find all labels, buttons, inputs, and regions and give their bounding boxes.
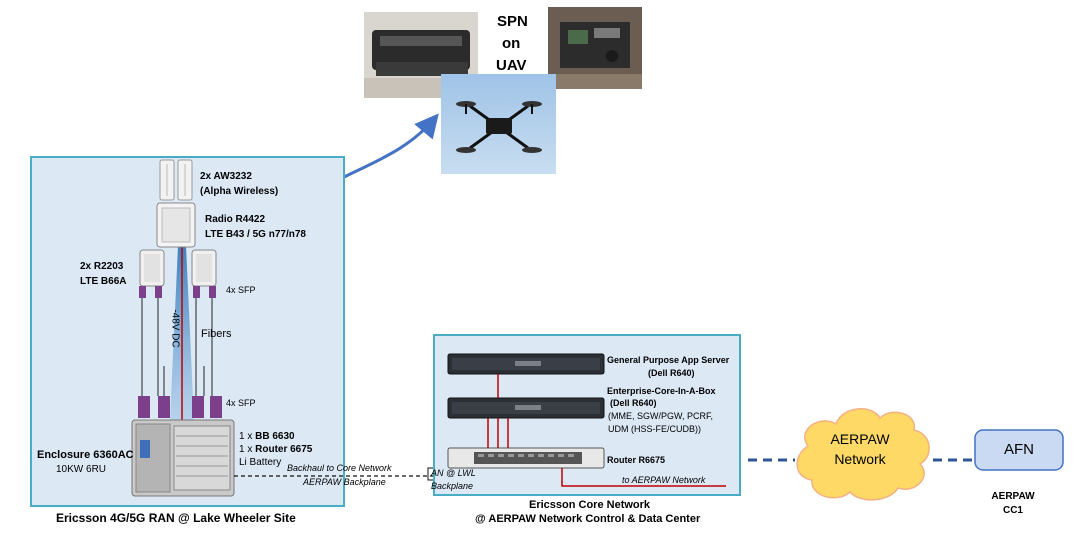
afn-caption-2: CC1	[1002, 505, 1023, 516]
uav-label-on: on	[502, 35, 521, 52]
uav-photo-electronics	[548, 7, 642, 89]
core-caption-1: Ericsson Core Network	[529, 499, 651, 511]
enclosure-cabinet	[131, 419, 235, 497]
aw3232-antenna	[159, 159, 193, 201]
core-red-links	[487, 374, 726, 487]
router-r6675	[447, 447, 605, 469]
afn-caption-1: AERPAW	[991, 491, 1035, 502]
backplane-label: AERPAW Backplane	[303, 477, 386, 487]
radio-r2203-left	[139, 249, 165, 287]
radio-r2203-label: 2x R2203	[80, 261, 124, 272]
radio-r4422-bands: LTE B43 / 5G n77/n78	[205, 229, 306, 240]
uav-label-spn: SPN	[497, 13, 528, 30]
server2-label: Enterprise-Core-In-A-Box	[607, 386, 716, 396]
uav-photo-case	[364, 12, 478, 98]
core-router-label: Router R6675	[607, 455, 666, 465]
cloud-label-2: Network	[834, 451, 886, 467]
core-caption-2: @ AERPAW Network Control & Data Center	[475, 513, 701, 525]
fibers-label: Fibers	[201, 328, 232, 340]
dc-power-label: -48V DC	[169, 309, 181, 348]
an-lwl-label: AN @ LWL	[431, 468, 476, 478]
antenna-label-model: 2x AW3232	[200, 171, 252, 182]
battery-label: Li Battery	[239, 457, 282, 468]
server1-label: General Purpose App Server	[607, 355, 730, 365]
fiber-lines	[141, 298, 213, 396]
server2-functions-2: UDM (HSS-FE/CUDB))	[608, 424, 701, 434]
enclosure-title: Enclosure 6360AC	[37, 449, 134, 461]
ran-caption: Ericsson 4G/5G RAN @ Lake Wheeler Site	[56, 511, 296, 525]
uav-photo-drone	[441, 74, 556, 174]
afn-box	[974, 429, 1064, 471]
sfp-modules-bottom	[138, 396, 222, 418]
backhaul-label: Backhaul to Core Network	[287, 463, 392, 473]
radio-r2203-right	[191, 249, 217, 287]
radio-r2203-band: LTE B66A	[80, 276, 127, 287]
cloud-label-1: AERPAW	[830, 431, 890, 447]
uav-label-uav: UAV	[496, 57, 527, 74]
sfp-bottom-label: 4x SFP	[226, 398, 256, 408]
server-general-purpose	[447, 353, 605, 375]
aerpaw-network-cloud	[796, 408, 930, 501]
sfp-modules-top	[139, 286, 216, 298]
radio-r4422-label: Radio R4422	[205, 214, 266, 225]
to-aerpaw-label: to AERPAW Network	[622, 475, 706, 485]
server-enterprise-core	[447, 397, 605, 419]
antenna-label-vendor: (Alpha Wireless)	[200, 186, 279, 197]
server2-model: (Dell R640)	[610, 398, 657, 408]
enclosure-spec: 10KW 6RU	[56, 464, 107, 475]
router-6675-label: 1 x Router 6675	[239, 444, 313, 455]
afn-label: AFN	[1004, 441, 1034, 458]
an-lwl-backplane-label: Backplane	[431, 481, 474, 491]
bb-label: 1 x BB 6630	[239, 431, 295, 442]
radio-r4422	[156, 202, 196, 248]
sfp-top-label: 4x SFP	[226, 285, 256, 295]
server2-functions-1: (MME, SGW/PGW, PCRF,	[608, 411, 713, 421]
server1-model: (Dell R640)	[648, 368, 695, 378]
